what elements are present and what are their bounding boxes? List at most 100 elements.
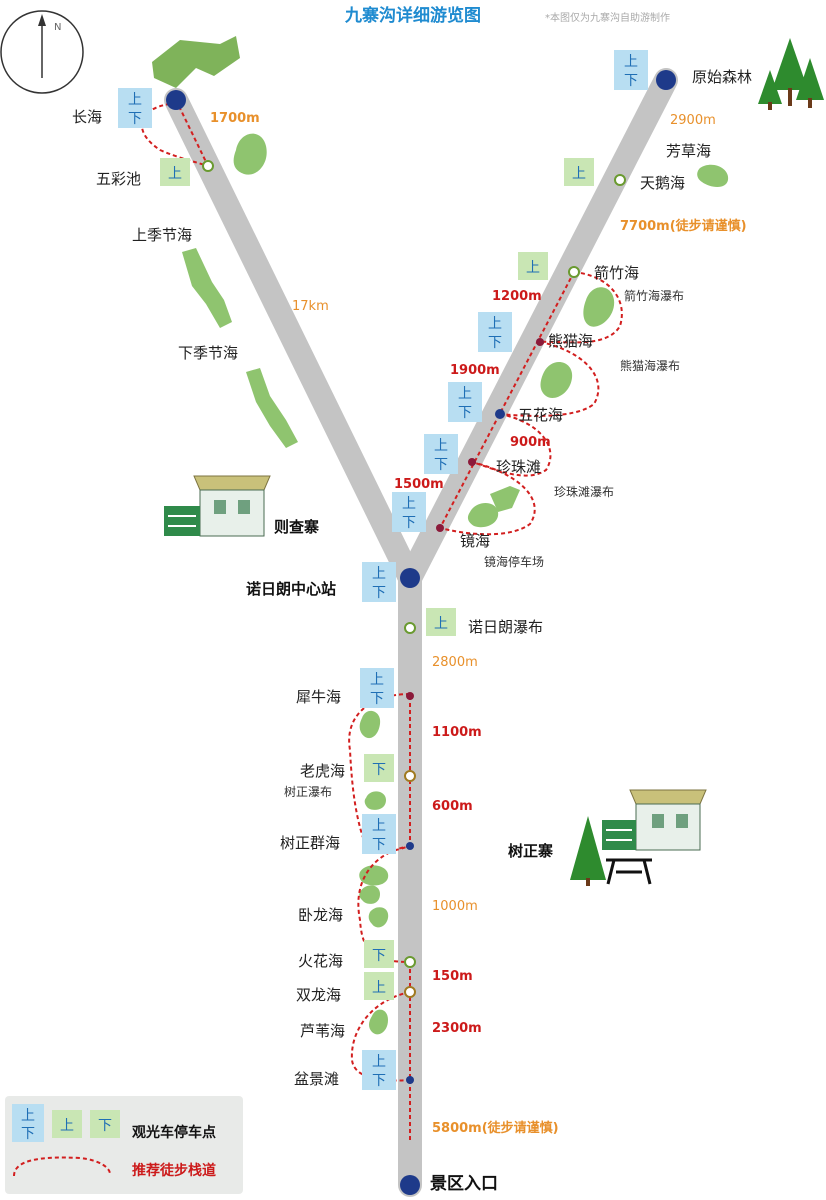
svg-text:下: 下 — [372, 948, 386, 964]
place-xiongmaohai-falls: 熊猫海瀑布 — [620, 359, 681, 373]
svg-text:下: 下 — [402, 515, 416, 531]
place-fangcaohai: 芳草海 — [666, 142, 712, 160]
svg-text:上: 上 — [526, 260, 540, 276]
stop-shuzheng — [406, 842, 414, 850]
place-luweihai: 芦苇海 — [300, 1022, 346, 1040]
svg-text:上: 上 — [572, 166, 586, 182]
place-wuhuahai: 五花海 — [518, 406, 564, 424]
distance-left-branch: 17km — [292, 299, 329, 314]
place-shangjijiehai: 上季节海 — [132, 226, 193, 244]
lake-shuzheng-1 — [359, 865, 389, 886]
forest-patch-top-left — [152, 36, 240, 88]
stop-shuanglonghai — [404, 986, 416, 998]
place-xiajijiehai: 下季节海 — [178, 344, 239, 362]
svg-text:下: 下 — [372, 762, 386, 778]
distance-penjing-entrance-warning: (徒步请谨慎) — [481, 1121, 559, 1136]
lake-shuzheng-2 — [359, 885, 380, 904]
svg-text:上: 上 — [128, 92, 142, 108]
place-jinghai: 镜海 — [460, 532, 491, 550]
compass-icon: N — [0, 10, 84, 94]
building-icon-shuzheng — [602, 789, 707, 851]
place-jianzhuhai-falls: 箭竹海瀑布 — [624, 289, 685, 303]
svg-text:上: 上 — [434, 438, 448, 454]
legend-stop-down: 下 — [90, 1110, 120, 1138]
svg-text:下: 下 — [370, 691, 384, 707]
svg-text:下: 下 — [624, 73, 638, 89]
distance-xiongmao-wuhua: 1900m — [450, 363, 500, 378]
place-huohuahai: 火花海 — [298, 952, 344, 970]
svg-text:上: 上 — [372, 1054, 386, 1070]
svg-text:下: 下 — [372, 1073, 386, 1089]
svg-text:上: 上 — [168, 166, 182, 182]
bus-stop-wucaichi-up: 上 — [160, 158, 190, 186]
picnic-table-icon — [606, 858, 652, 885]
lake-wolonghai — [368, 907, 389, 928]
map-title: 九寨沟详细游览图 — [345, 6, 481, 26]
legend-stop-both: 上 下 — [12, 1104, 44, 1142]
svg-text:上: 上 — [488, 316, 502, 332]
svg-text:上: 上 — [372, 566, 386, 582]
lake-luweihai — [369, 1009, 388, 1035]
svg-text:下: 下 — [372, 585, 386, 601]
distance-changhai-wucaichi: 1700m — [210, 111, 260, 126]
place-nuorilang-falls: 诺日朗瀑布 — [468, 618, 544, 636]
place-xiniuhai: 犀牛海 — [296, 688, 342, 706]
svg-text:上: 上 — [370, 672, 384, 688]
distance-huohua-shuanglong: 150m — [432, 969, 473, 984]
svg-text:上: 上 — [434, 616, 448, 632]
distance-tiane-jianzhu: 7700m(徒步请谨慎) — [620, 220, 747, 233]
legend-graphics: 上 下 上 下 — [5, 1096, 243, 1194]
distance-wuhua-zhenzhu: 900m — [510, 435, 551, 450]
bus-stop-wuhuahai: 上 下 — [448, 382, 482, 422]
bus-stop-xiniuhai: 上 下 — [360, 668, 394, 708]
svg-text:上: 上 — [372, 818, 386, 834]
place-yuanshisenlin: 原始森林 — [692, 68, 753, 86]
stop-wucaichi — [202, 160, 214, 172]
place-entrance: 景区入口 — [430, 1174, 498, 1194]
lake-xiongmaohai — [540, 361, 573, 398]
stop-xiniuhai — [406, 692, 414, 700]
legend-bus-stop-label: 观光车停车点 — [132, 1125, 216, 1141]
stop-huohuahai — [404, 956, 416, 968]
building-icon-zechawa — [164, 475, 271, 537]
distance-tiane-jianzhu-value: 7700m — [620, 219, 670, 234]
stop-nuorilang-falls — [404, 622, 416, 634]
distance-penjing-entrance-value: 5800m — [432, 1121, 482, 1136]
bus-stop-jinghai: 上 下 — [392, 492, 426, 532]
distance-zhenzhu-jinghai: 1500m — [394, 477, 444, 492]
stations — [166, 70, 676, 1195]
legend-trail-label: 推荐徒步栈道 — [132, 1163, 216, 1179]
place-shuzheng-falls: 树正瀑布 — [284, 785, 333, 799]
distance-nuorilang-xiniu: 2800m — [432, 655, 478, 670]
svg-text:下: 下 — [128, 111, 142, 127]
distance-shuanglong-penjing: 2300m — [432, 1021, 482, 1036]
svg-text:下: 下 — [372, 837, 386, 853]
lake-xiniuhai — [359, 710, 381, 739]
svg-text:上: 上 — [21, 1108, 35, 1124]
stop-jinghai — [436, 524, 444, 532]
tree-icon-forest — [758, 38, 824, 110]
bus-stop-jianzhuhai-up: 上 — [518, 252, 548, 280]
lakes — [152, 36, 729, 1035]
place-shuzheng-qunhai: 树正群海 — [280, 834, 341, 852]
stop-wuhuahai — [495, 409, 505, 419]
distance-yuanshi-tiane: 2900m — [670, 113, 716, 128]
stop-zhenzhutan — [468, 458, 476, 466]
station-entrance — [400, 1175, 420, 1195]
road-network — [164, 68, 678, 1197]
lake-jianzhuhai — [583, 287, 615, 327]
svg-text:上: 上 — [458, 386, 472, 402]
lake-zhenzhutan — [490, 486, 520, 512]
svg-text:上: 上 — [372, 980, 386, 996]
lake-shangjijiehai — [182, 248, 232, 328]
bus-stop-huohuahai-down: 下 — [364, 940, 394, 968]
stop-jianzhuhai — [568, 266, 580, 278]
legend-stop-up: 上 — [52, 1110, 82, 1138]
bus-stop-tianehai-up: 上 — [564, 158, 594, 186]
distance-laohu-shuzheng: 600m — [432, 799, 473, 814]
distance-penjing-entrance: 5800m(徒步请谨慎) — [432, 1122, 559, 1135]
bus-stop-laohuhai-down: 下 — [364, 754, 394, 782]
place-nuorilang-center: 诺日朗中心站 — [246, 580, 337, 598]
station-changhai — [166, 90, 186, 110]
stop-tianehai — [614, 174, 626, 186]
